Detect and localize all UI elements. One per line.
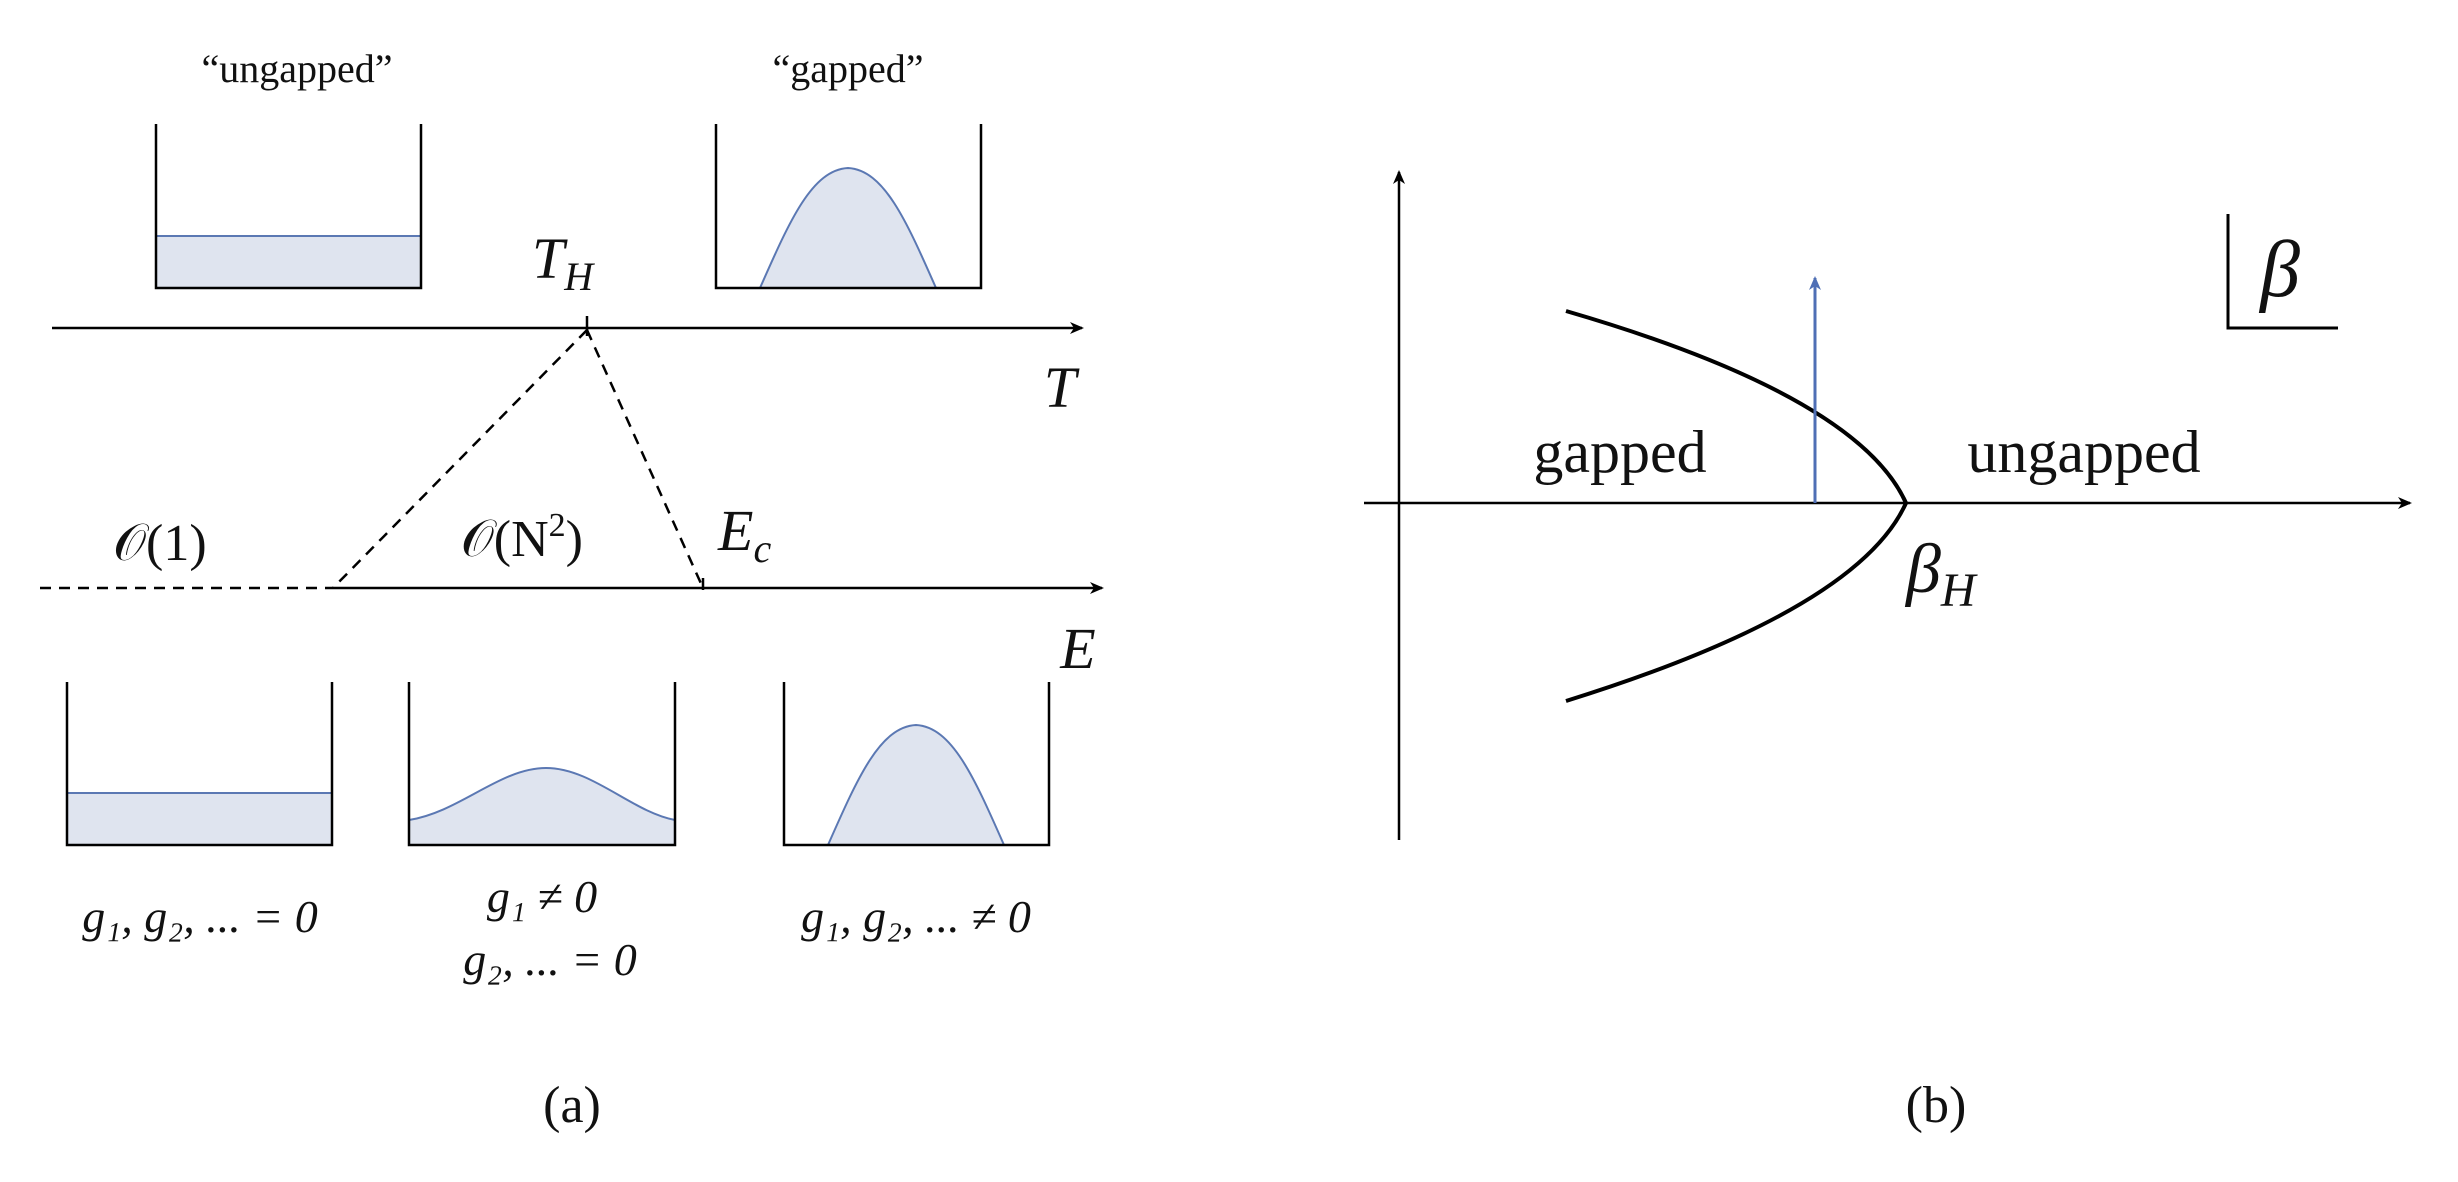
- well-bottom-soft-bump: [407, 682, 677, 847]
- well-outline: [65, 682, 334, 847]
- order-N2-label: 𝒪(N2): [461, 507, 583, 568]
- ungapped-label: ungapped: [1967, 419, 2200, 485]
- Ec-sub: c: [753, 526, 771, 571]
- Ec-label: Ec: [717, 498, 771, 571]
- caption-a: (a): [543, 1077, 601, 1134]
- order-N2-sup: 2: [549, 507, 566, 544]
- well-outline: [407, 682, 677, 847]
- Ec-main: E: [717, 498, 753, 563]
- TH-label: TH: [532, 226, 595, 299]
- phase-boundary-curve: [1565, 309, 1909, 703]
- beta-H-label: βH: [1904, 531, 1978, 617]
- couplings-zero-label: g₁, g₂, ... = 0: [82, 891, 318, 942]
- well-outline: [154, 124, 423, 290]
- gapped-label: gapped: [1533, 419, 1706, 485]
- E-axis-label: E: [1059, 616, 1095, 681]
- well-bottom-flat: [65, 682, 334, 847]
- beta-H-main: β: [1904, 531, 1941, 608]
- gapped-distribution: [826, 723, 1006, 846]
- order-N2-close: ): [566, 511, 583, 568]
- label-ungapped-quoted: “ungapped”: [201, 46, 392, 91]
- T-axis-label: T: [1044, 355, 1080, 420]
- soft-bump-fill: [409, 768, 675, 845]
- plane-indicator: [2226, 214, 2338, 330]
- soft-bump-edge: [408, 766, 676, 821]
- g1-nonzero-label: g₁ ≠ 0: [487, 871, 597, 922]
- gapped-distribution: [758, 166, 938, 289]
- couplings-nonzero-label: g₁, g₂, ... ≠ 0: [801, 891, 1031, 942]
- beta-H-sub: H: [1940, 564, 1978, 617]
- flat-distribution: [156, 236, 421, 288]
- plane-beta-label: β: [2258, 226, 2300, 314]
- caption-b: (b): [1906, 1077, 1967, 1134]
- well-top-ungapped: [154, 124, 423, 290]
- panel-b: gapped ungapped βH β (b): [1364, 170, 2412, 1134]
- well-outline: [782, 682, 1051, 847]
- TH-main: T: [532, 226, 568, 291]
- TH-sub: H: [563, 254, 595, 299]
- flat-distribution: [67, 793, 332, 845]
- order-N2-main: 𝒪(N: [461, 511, 549, 568]
- well-top-gapped: [714, 124, 983, 290]
- well-outline: [714, 124, 983, 290]
- higher-couplings-zero-label: g₂, ... = 0: [463, 934, 637, 985]
- panel-a: “ungapped” “gapped” T TH E 𝒪(1) 𝒪(N2) Ec: [40, 46, 1104, 1134]
- dashed-line-left: [332, 329, 588, 589]
- label-gapped-quoted: “gapped”: [772, 46, 923, 91]
- dashed-line-right: [585, 329, 705, 589]
- well-bottom-gapped: [782, 682, 1051, 847]
- order-one-label: 𝒪(1): [113, 515, 206, 572]
